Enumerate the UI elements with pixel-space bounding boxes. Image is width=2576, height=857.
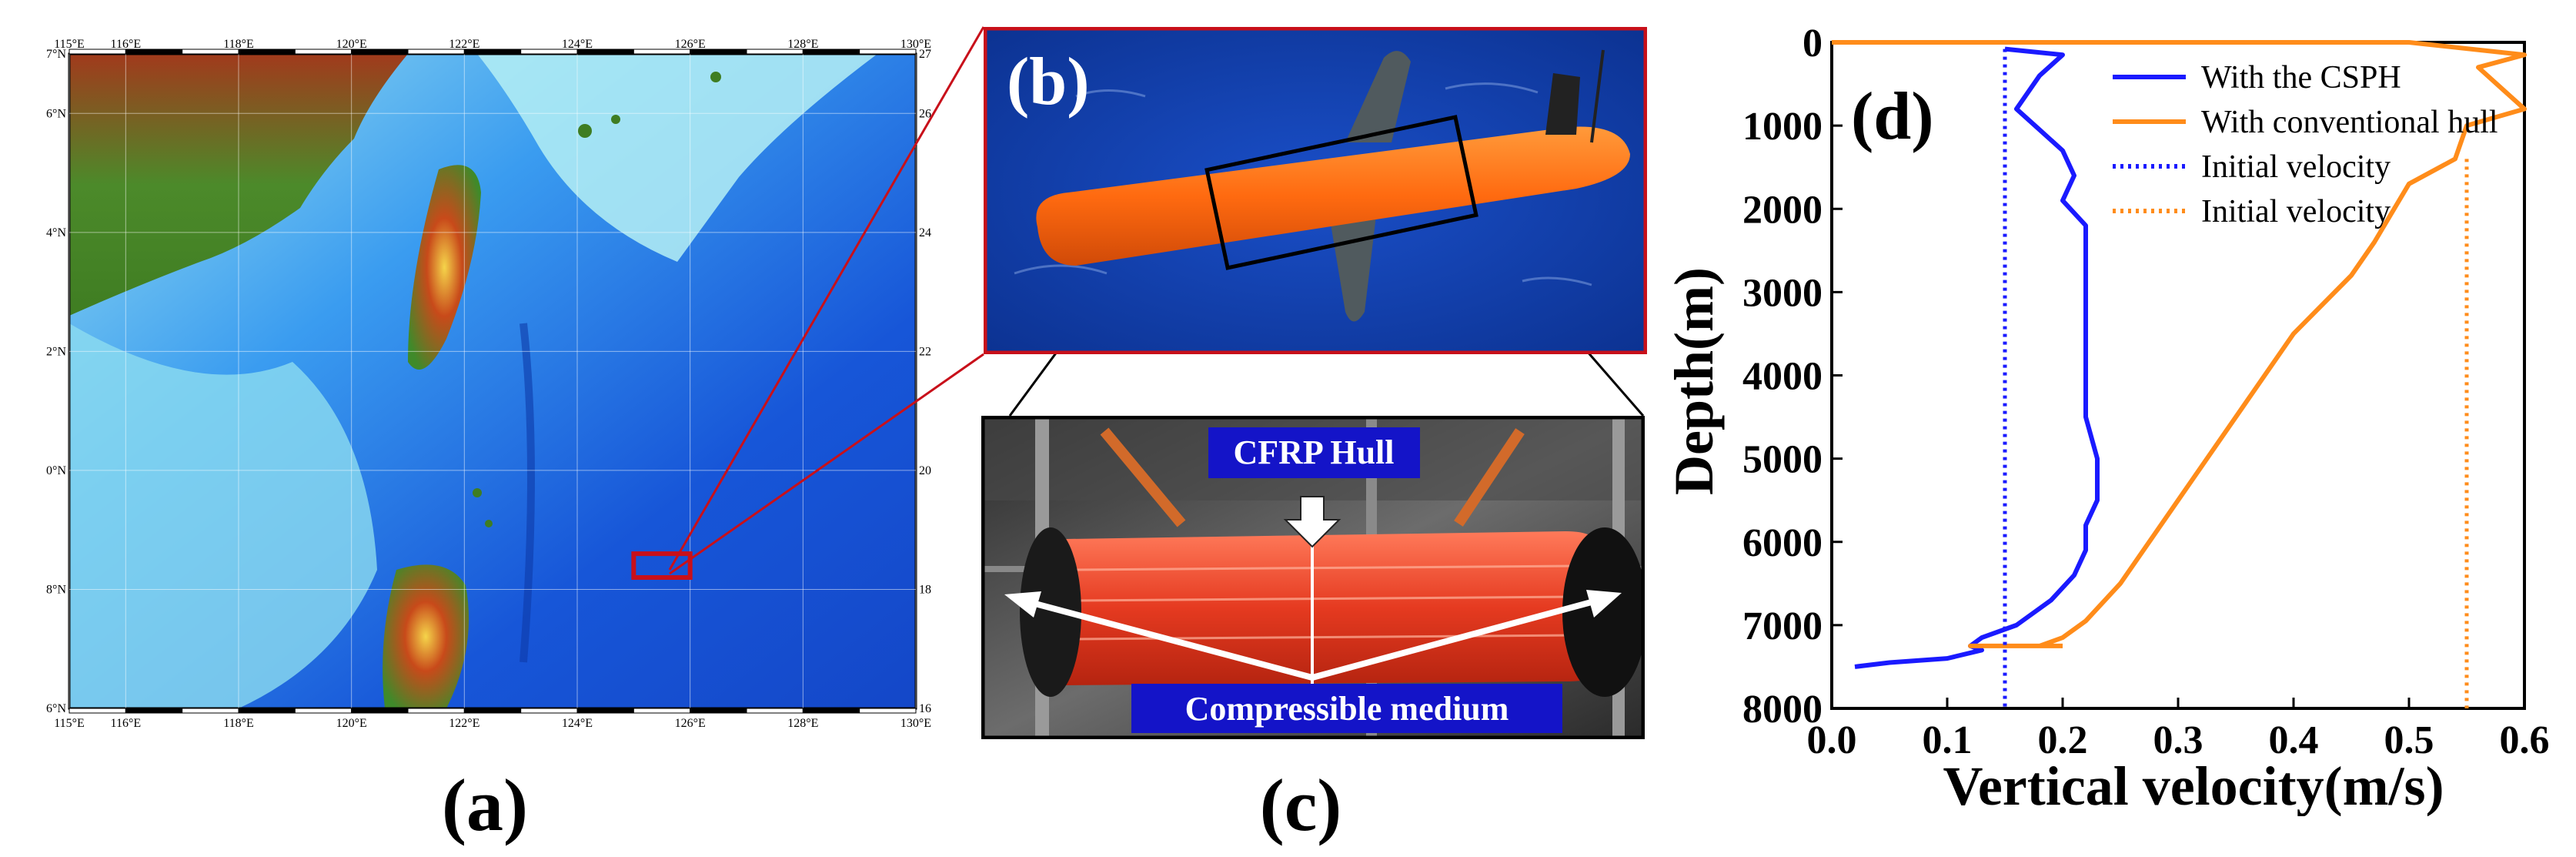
y-tick-label: 5000 <box>1742 438 1823 482</box>
x-tick-label: 0.5 <box>2384 718 2434 762</box>
map-lat-label: 18°N <box>46 583 66 596</box>
legend-label-3: Initial velocity <box>2201 194 2391 229</box>
x-tick-label: 0.6 <box>2500 718 2550 762</box>
x-tick-label: 0.4 <box>2269 718 2319 762</box>
map-lon-label: 120°E <box>336 38 367 51</box>
series-line-0 <box>1854 46 2100 669</box>
velocity-chart-panel: 0.0 0.1 0.2 0.3 0.4 0.5 0.6 0 1000 2000 3000 4000 50… <box>1655 0 2576 817</box>
cfrp-hull-body <box>1051 531 1597 685</box>
map-lon-label: 130°E <box>900 717 931 730</box>
map-lon-label: 128°E <box>787 717 818 730</box>
compressible-medium-label: Compressible medium <box>1185 690 1509 728</box>
panel-d-label: (d) <box>1851 79 1934 154</box>
velocity-depth-chart: 0.0 0.1 0.2 0.3 0.4 0.5 0.6 0 1000 2000 3000 4000 50… <box>1663 22 2550 817</box>
down-arrow-icon <box>1283 496 1341 548</box>
ocean-trench <box>520 323 535 663</box>
y-axis-title: Depth(m) <box>1663 267 1725 495</box>
map-lat-label: 20°N <box>46 464 66 477</box>
y-tick-label: 0 <box>1803 22 1823 65</box>
plot-frame <box>1830 41 2526 710</box>
y-tick-label: 3000 <box>1742 271 1823 315</box>
glider-photo: (b) <box>983 26 1648 355</box>
panel-b-label: (b) <box>1007 45 1090 119</box>
y-tick-label: 7000 <box>1742 604 1823 648</box>
chart-series <box>1832 40 2527 708</box>
map-lon-label: 124°E <box>562 717 593 730</box>
glider-photo-panel: (b) <box>983 26 1648 355</box>
cfrp-hull-photo-panel: CFRP Hull Compressible medium <box>981 415 1647 740</box>
deployment-site-box <box>631 551 693 580</box>
map-lon-label: 115°E <box>54 717 85 730</box>
x-tick-label: 0.1 <box>1923 718 1973 762</box>
right-arrowhead-icon <box>1586 590 1622 618</box>
series-line-1 <box>1832 40 2527 648</box>
medium-label-box <box>1131 684 1562 733</box>
map-gridlines <box>68 49 917 714</box>
map-lat-label: 16°N <box>46 702 66 715</box>
x-tick-label: 0.3 <box>2153 718 2203 762</box>
left-arrowhead-icon <box>1004 591 1041 618</box>
legend-label-1: With conventional hull <box>2201 105 2498 140</box>
map-lon-label: 115°E <box>54 38 85 51</box>
map-lon-label: 116°E <box>111 717 142 730</box>
map-lon-label: 118°E <box>223 38 254 51</box>
map-lat-label: 26°N <box>46 107 66 120</box>
cfrp-hull-label: CFRP Hull <box>1233 434 1394 471</box>
map-lon-label: 118°E <box>223 717 254 730</box>
glider-hull <box>1036 126 1630 266</box>
continental-shelf <box>69 54 877 262</box>
x-tick-label: 0.0 <box>1807 718 1857 762</box>
map-lon-label: 126°E <box>675 717 706 730</box>
y-tick-label: 6000 <box>1742 521 1823 565</box>
map-lon-label: 120°E <box>336 717 367 730</box>
legend-label-0: With the CSPH <box>2201 60 2401 95</box>
map-lon-label: 122°E <box>449 717 479 730</box>
shelf-west <box>69 323 377 708</box>
map-lon-label: 116°E <box>111 38 142 51</box>
chart-legend: With the CSPH With conventional hullIniti… <box>2113 60 2498 229</box>
chart-tick-labels: 0.0 0.1 0.2 0.3 0.4 0.5 0.6 0 1000 2000 3000 4000 50… <box>1742 22 2550 762</box>
map-lon-label: 130°E <box>900 38 931 51</box>
x-axis-title: Vertical velocity(m/s) <box>1943 755 2444 816</box>
y-tick-label: 8000 <box>1742 688 1823 731</box>
map-lon-label: 128°E <box>787 38 818 51</box>
glider-tail-fin <box>1545 73 1580 135</box>
x-tick-label: 0.2 <box>2038 718 2088 762</box>
y-tick-label: 2000 <box>1742 188 1823 232</box>
y-tick-label: 4000 <box>1742 355 1823 399</box>
caption-c: (c) <box>1259 764 1342 846</box>
hull-section-box <box>1204 115 1478 270</box>
map-lat-label: 24°N <box>46 226 66 239</box>
glider-wing-top <box>1345 51 1411 142</box>
chart-axes <box>1830 41 2526 710</box>
taiwan-island <box>408 165 481 370</box>
luzon-island <box>383 564 469 708</box>
map-lon-label: 126°E <box>675 38 706 51</box>
y-tick-label: 1000 <box>1742 105 1823 149</box>
map-lat-label: 27°N <box>46 48 66 61</box>
map-lat-label: 22°N <box>46 345 66 358</box>
caption-a: (a) <box>442 764 528 846</box>
map-lon-label: 122°E <box>449 38 479 51</box>
cfrp-label-box <box>1208 427 1420 478</box>
map-lon-label: 124°E <box>562 38 593 51</box>
legend-label-2: Initial velocity <box>2201 149 2391 185</box>
cfrp-hull-photo: CFRP Hull Compressible medium <box>981 415 1647 740</box>
